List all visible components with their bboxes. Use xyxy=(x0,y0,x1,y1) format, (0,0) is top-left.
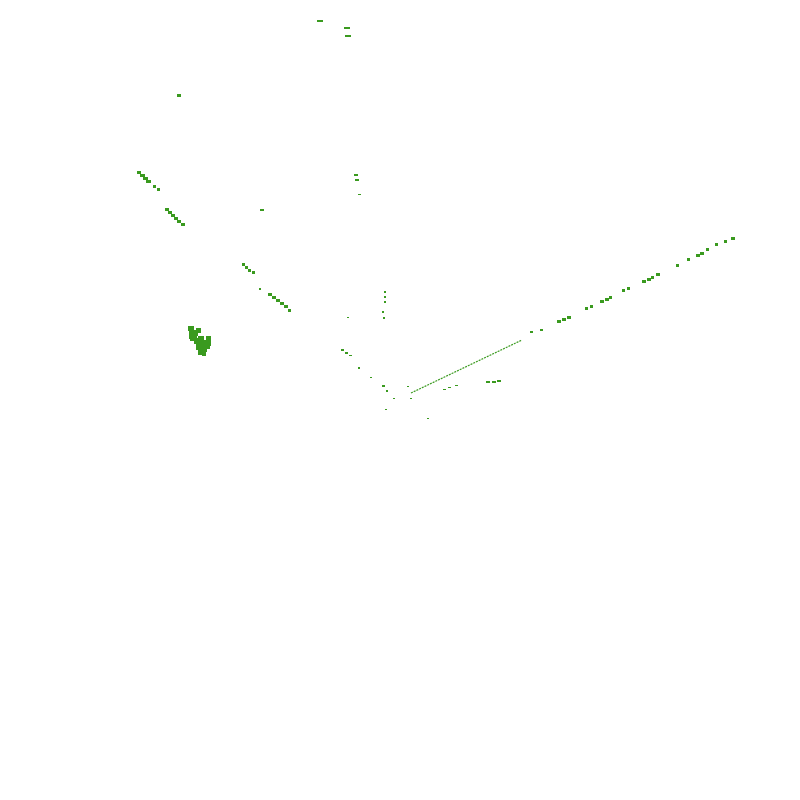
point-cluster-mark xyxy=(189,329,192,339)
point-mark xyxy=(567,316,571,319)
point-mark xyxy=(642,280,646,283)
point-cluster-mark xyxy=(190,334,197,341)
point-mark xyxy=(168,211,172,214)
point-mark xyxy=(585,307,588,310)
point-mark xyxy=(252,271,255,274)
point-cluster-mark xyxy=(196,344,202,350)
point-mark xyxy=(140,174,145,177)
point-mark xyxy=(647,278,651,281)
point-cluster-mark xyxy=(202,352,206,356)
point-mark xyxy=(347,317,349,318)
point-mark xyxy=(384,296,386,298)
point-mark xyxy=(280,302,284,305)
point-mark xyxy=(687,258,690,261)
point-mark xyxy=(382,385,385,387)
point-mark xyxy=(455,385,458,386)
point-mark xyxy=(354,174,358,176)
point-mark xyxy=(557,320,561,323)
point-mark xyxy=(382,311,384,313)
point-mark xyxy=(288,309,291,312)
point-mark xyxy=(384,291,386,293)
point-cluster-mark xyxy=(188,326,194,331)
point-mark xyxy=(341,349,344,351)
point-mark xyxy=(181,223,185,226)
point-mark xyxy=(272,296,276,299)
point-mark xyxy=(492,381,496,383)
point-mark xyxy=(622,289,625,292)
point-mark xyxy=(385,409,387,410)
point-mark xyxy=(427,418,429,419)
point-cluster-mark xyxy=(196,328,201,333)
point-mark xyxy=(242,263,245,266)
point-mark xyxy=(349,355,352,356)
point-mark xyxy=(383,317,385,319)
point-mark xyxy=(177,94,181,97)
point-cluster-mark xyxy=(202,340,209,346)
point-mark xyxy=(386,390,388,392)
point-mark xyxy=(540,329,543,331)
point-cluster-mark xyxy=(204,344,210,349)
point-mark xyxy=(259,288,261,290)
point-mark xyxy=(248,269,251,272)
point-mark xyxy=(676,264,679,267)
point-mark xyxy=(562,318,566,321)
point-mark xyxy=(345,352,348,354)
point-mark xyxy=(407,386,409,387)
point-mark xyxy=(171,214,175,217)
point-mark xyxy=(355,179,359,181)
point-marks xyxy=(137,20,735,419)
point-mark xyxy=(358,367,360,369)
point-mark xyxy=(696,254,700,257)
point-mark xyxy=(146,180,151,183)
point-mark xyxy=(724,240,727,243)
point-mark xyxy=(590,305,593,308)
point-mark xyxy=(700,252,704,255)
point-mark xyxy=(410,398,412,399)
point-mark xyxy=(393,398,395,399)
point-mark xyxy=(651,276,654,279)
point-mark xyxy=(276,299,280,302)
point-cluster-mark xyxy=(200,346,207,352)
point-mark xyxy=(448,387,451,388)
point-cluster-mark xyxy=(192,330,198,336)
point-mark xyxy=(605,298,609,301)
point-mark xyxy=(153,185,156,188)
point-cluster-mark xyxy=(198,350,203,355)
point-mark xyxy=(731,237,735,240)
point-mark xyxy=(165,208,169,211)
point-mark xyxy=(627,287,630,290)
point-mark xyxy=(344,27,350,29)
point-line-mark xyxy=(410,339,523,394)
point-mark xyxy=(177,220,181,223)
point-mark xyxy=(497,380,501,382)
point-mark xyxy=(609,296,612,299)
point-mark xyxy=(157,188,160,191)
point-mark xyxy=(530,331,533,333)
point-mark xyxy=(600,300,604,303)
point-mark xyxy=(706,248,709,251)
point-mark xyxy=(370,377,372,378)
point-mark xyxy=(317,20,323,22)
point-mark xyxy=(268,293,272,296)
point-mark xyxy=(284,305,288,308)
point-mark xyxy=(345,35,351,37)
point-mark xyxy=(656,273,660,276)
point-cluster-mark xyxy=(208,340,211,346)
point-mark xyxy=(260,209,264,211)
point-mark xyxy=(245,266,248,269)
point-cluster-mark xyxy=(198,336,204,343)
point-mark xyxy=(143,177,148,180)
point-cluster-mark xyxy=(206,336,211,341)
point-mark xyxy=(715,243,718,246)
point-mark xyxy=(384,301,386,303)
point-mark xyxy=(486,381,490,383)
point-mark xyxy=(443,389,446,390)
point-mark xyxy=(358,194,361,195)
point-mark xyxy=(174,217,178,220)
point-mark xyxy=(137,171,141,174)
